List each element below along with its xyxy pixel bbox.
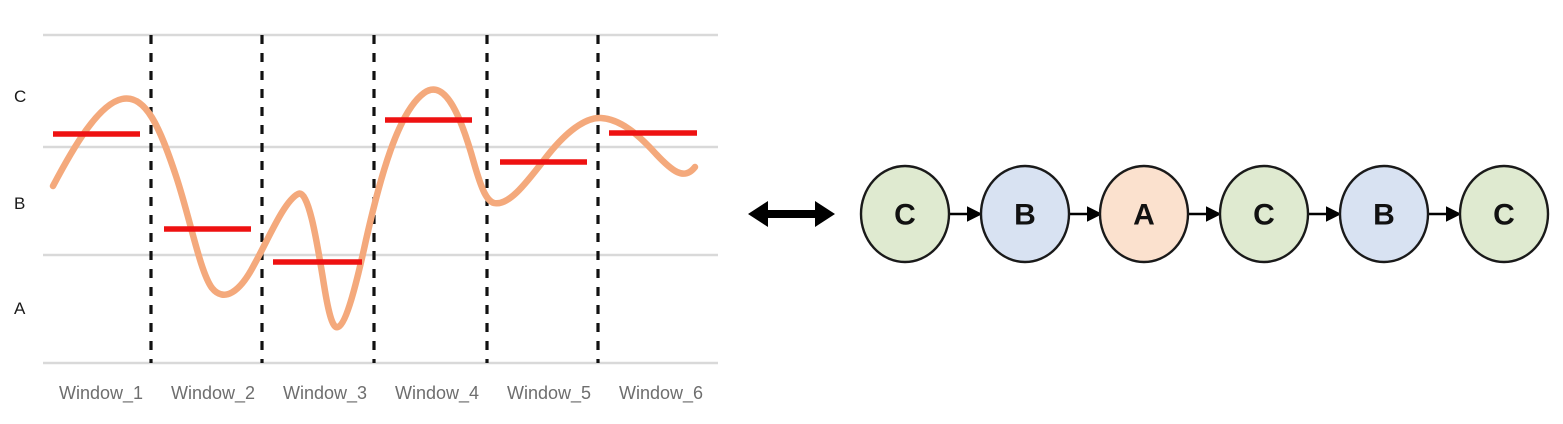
x-axis-label-window-3: Window_3 xyxy=(282,383,368,403)
node-label: B xyxy=(1373,199,1395,232)
x-axis-label-window-1: Window_1 xyxy=(58,383,144,403)
timeseries-plot xyxy=(43,33,718,365)
node-label: A xyxy=(1133,199,1155,232)
state-sequence-graph: C B A C B xyxy=(859,164,1550,264)
node-shape[interactable] xyxy=(1458,164,1550,264)
x-axis-label-window-5: Window_5 xyxy=(506,383,592,403)
correspondence-arrow-panel xyxy=(740,0,850,419)
sequence-node-6[interactable]: C xyxy=(1458,164,1550,264)
y-axis-label-c: C xyxy=(14,87,27,106)
node-shape[interactable] xyxy=(1218,164,1310,264)
timeseries-panel: C B A Window_1 Window_2 Window_3 Window_… xyxy=(0,0,740,419)
y-axis-label-b: B xyxy=(14,194,26,213)
node-label: C xyxy=(1253,199,1275,232)
y-axis-label-a: A xyxy=(14,299,26,318)
node-label: B xyxy=(1014,199,1036,232)
signal-curve xyxy=(49,86,699,331)
window-mean-segments xyxy=(53,117,697,265)
x-axis-label-window-6: Window_6 xyxy=(618,383,704,403)
node-label: C xyxy=(1493,199,1515,232)
sequence-node-1[interactable]: C xyxy=(859,164,951,264)
node-shape[interactable] xyxy=(1098,164,1190,264)
sequence-nodes: C B A C B xyxy=(859,164,1550,264)
node-shape[interactable] xyxy=(1338,164,1430,264)
sequence-node-4[interactable]: C xyxy=(1218,164,1310,264)
x-axis-label-window-2: Window_2 xyxy=(170,383,256,403)
node-shape[interactable] xyxy=(859,164,951,264)
sequence-node-5[interactable]: B xyxy=(1338,164,1430,264)
state-sequence-panel: C B A C B xyxy=(850,0,1563,419)
sequence-node-2[interactable]: B xyxy=(979,164,1071,264)
double-headed-arrow-icon xyxy=(748,201,835,227)
sequence-node-3[interactable]: A xyxy=(1098,164,1190,264)
node-shape[interactable] xyxy=(979,164,1071,264)
node-label: C xyxy=(894,199,916,232)
x-axis-label-window-4: Window_4 xyxy=(394,383,480,403)
gridlines xyxy=(43,33,718,365)
